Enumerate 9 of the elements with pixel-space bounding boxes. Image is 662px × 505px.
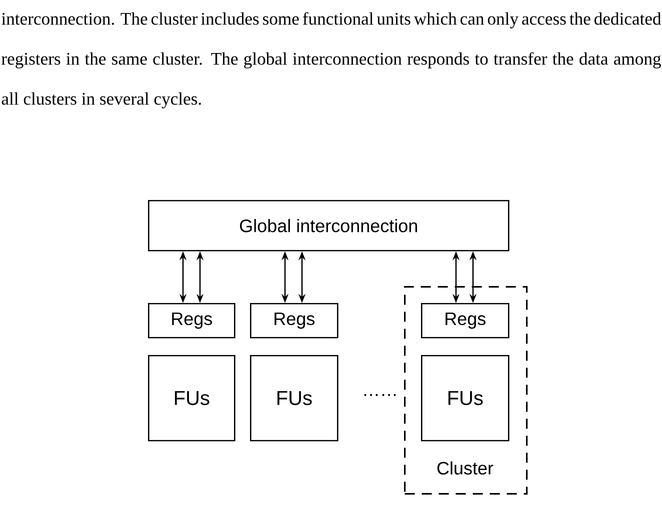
ellipsis: ……: [364, 394, 396, 396]
interconnect-box: Global interconnection: [148, 200, 510, 252]
unit-box: FUs: [250, 354, 338, 442]
unit-box: FUs: [148, 354, 236, 442]
unit-box: FUs: [421, 354, 510, 442]
register-box: Regs: [250, 302, 338, 338]
paragraph: interconnection. The cluster includes some functional units which can only access the dedicated registers in the same cluster. The global interconnection responds to transfer the data among all clusters in several cycles.: [2, 12, 662, 108]
register-box: Regs: [421, 302, 510, 338]
register-box: Regs: [148, 302, 236, 338]
